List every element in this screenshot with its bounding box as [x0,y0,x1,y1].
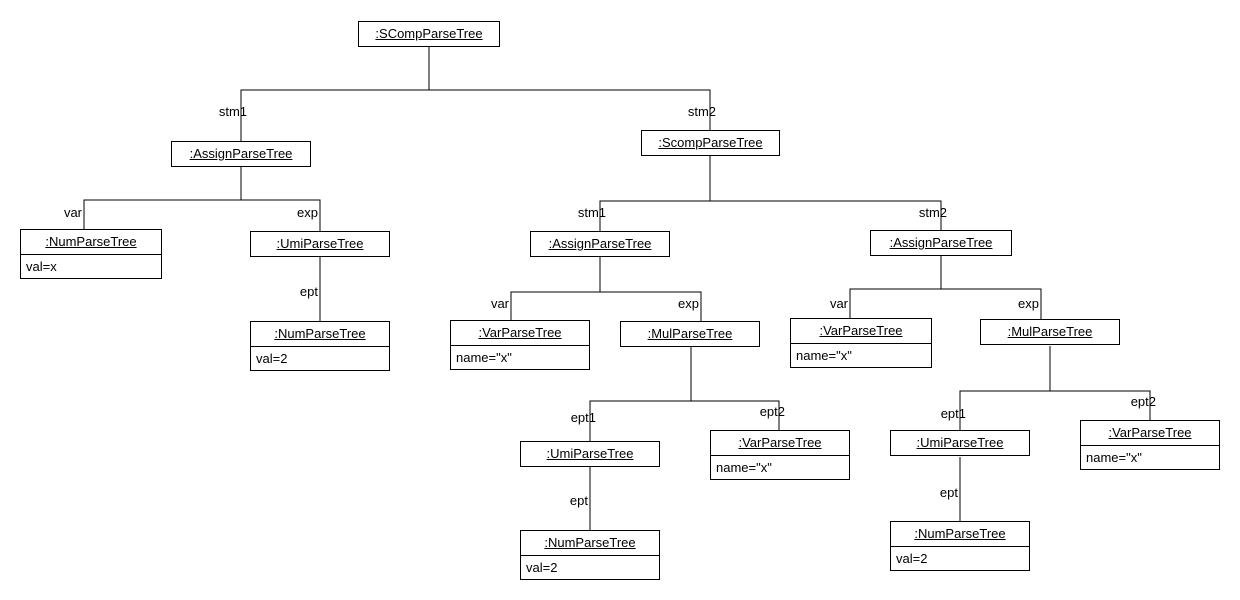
node-right-exp-mulparsetree: :MulParseTree [980,319,1120,345]
edge-left-var [83,167,242,229]
edge-left-exp [240,167,321,231]
edge-root-stm2 [428,47,711,130]
edge-root-stm1 [240,47,430,141]
edge-label-mid-ept: ept [569,493,588,508]
object-title: :VarParseTree [738,435,822,450]
object-title: :AssignParseTree [548,236,652,251]
object-title: :AssignParseTree [189,146,293,161]
edge-right-ept1 [959,346,1051,430]
edge-right-var [849,256,942,318]
edge-label-root-stm1: stm1 [218,104,247,119]
node-mid-var-varparsetree: :VarParseTree name="x" [450,320,590,370]
object-title: :VarParseTree [819,323,903,338]
edge-label-left-exp: exp [297,205,318,220]
edge-label-mid-stm1: stm1 [577,205,606,220]
object-attribute: val=2 [251,346,389,370]
node-left-assignparsetree: :AssignParseTree [171,141,311,167]
node-mid-ept-numparsetree: :NumParseTree val=2 [520,530,660,580]
object-attribute: val=2 [521,555,659,579]
node-left-var-numparsetree: :NumParseTree val=x [20,229,162,279]
edge-label-right-ept2: ept2 [1130,394,1156,409]
node-right-ept1-umiparsetree: :UmiParseTree [890,430,1030,456]
edge-label-root-stm2: stm2 [687,104,716,119]
object-title: :NumParseTree [274,326,366,341]
object-title: :MulParseTree [647,326,733,341]
object-attribute: val=2 [891,546,1029,570]
edge-label-mid-stm2: stm2 [918,205,947,220]
object-attribute: name="x" [711,455,849,479]
object-title: :NumParseTree [45,234,137,249]
edge-label-right-ept1: ept1 [940,406,966,421]
node-mid-ept1-umiparsetree: :UmiParseTree [520,441,660,467]
edge-label-right-var: var [829,296,848,311]
edge-mid-var [510,257,601,320]
edge-label-mid-ept1: ept1 [570,410,596,425]
edge-label-right-exp: exp [1018,296,1039,311]
node-mid-ept2-varparsetree: :VarParseTree name="x" [710,430,850,480]
object-title: :SCompParseTree [375,26,483,41]
edge-label-left-var: var [63,205,82,220]
node-left-ept-numparsetree: :NumParseTree val=2 [250,321,390,371]
object-attribute: name="x" [791,343,931,367]
object-attribute: name="x" [1081,445,1219,469]
object-title: :ScompParseTree [658,135,763,150]
edge-mid-ept2 [690,347,780,430]
node-right-ept2-varparsetree: :VarParseTree name="x" [1080,420,1220,470]
object-attribute: name="x" [451,345,589,369]
node-root-scompparsetree: :SCompParseTree [358,21,500,47]
edge-label-left-ept: ept [299,284,318,299]
edge-label-right-ept: ept [939,485,958,500]
node-mid-scompparsetree: :ScompParseTree [641,130,780,156]
object-title: :VarParseTree [478,325,562,340]
edge-right-ept2 [1049,346,1151,420]
node-left-exp-umiparsetree: :UmiParseTree [250,231,390,257]
node-right-assignparsetree: :AssignParseTree [870,230,1012,256]
node-right-var-varparsetree: :VarParseTree name="x" [790,318,932,368]
object-title: :UmiParseTree [546,446,634,461]
edge-right-exp [940,256,1042,319]
edge-mid-stm2 [709,156,942,230]
edge-mid-stm1 [599,156,711,231]
object-title: :NumParseTree [544,535,636,550]
object-title: :UmiParseTree [276,236,364,251]
edge-label-mid-exp: exp [678,296,699,311]
object-title: :VarParseTree [1108,425,1192,440]
edge-label-mid-ept2: ept2 [759,404,785,419]
edge-mid-ept1 [589,347,692,441]
edge-label-mid-var: var [490,296,509,311]
object-title: :UmiParseTree [916,435,1004,450]
node-mid-exp-mulparsetree: :MulParseTree [620,321,760,347]
edge-mid-exp [599,257,702,321]
object-title: :NumParseTree [914,526,1006,541]
object-title: :MulParseTree [1007,324,1093,339]
object-attribute: val=x [21,254,161,278]
node-mid-assignparsetree: :AssignParseTree [530,231,670,257]
object-title: :AssignParseTree [889,235,993,250]
node-right-ept-numparsetree: :NumParseTree val=2 [890,521,1030,571]
